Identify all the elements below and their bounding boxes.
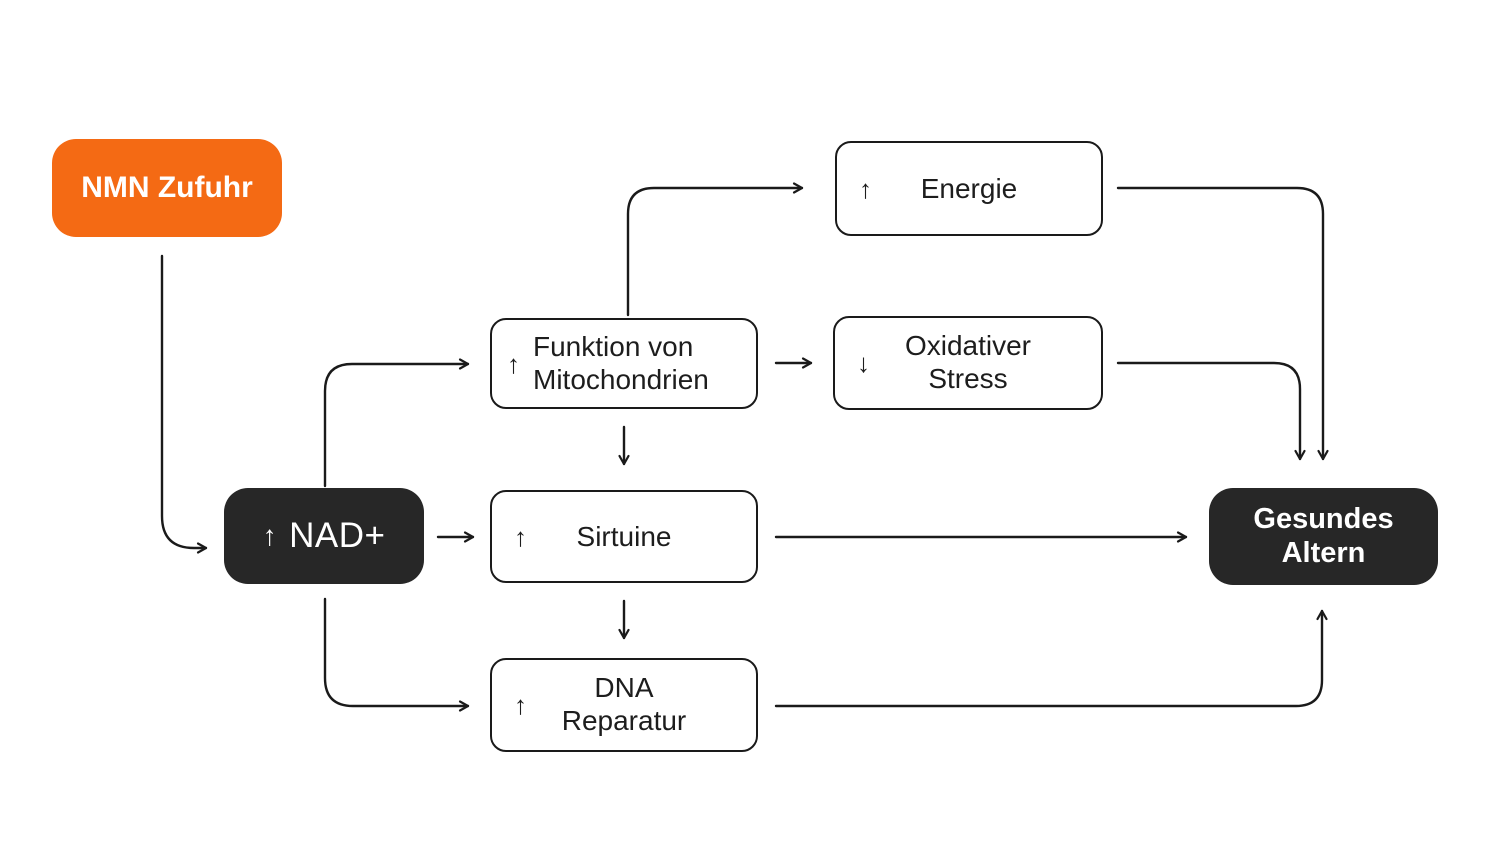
up-arrow-icon: ↑	[262, 520, 278, 551]
node-energie-label: Energie	[920, 172, 1018, 204]
node-gesundes-altern: Gesundes Altern	[1209, 488, 1438, 585]
edge-nmn-to-nad	[160, 254, 208, 554]
node-nad-label: NAD+	[289, 516, 386, 555]
node-energie: ↑ Energie	[835, 141, 1103, 236]
node-gesundes-altern-label: Gesundes Altern	[1253, 502, 1394, 569]
node-nmn-zufuhr-label: NMN Zufuhr	[81, 171, 253, 204]
up-arrow-icon: ↑	[514, 690, 527, 720]
node-oxidativer-stress: ↓ Oxidativer Stress	[833, 316, 1103, 410]
node-nad: ↑ NAD+	[224, 488, 424, 584]
down-arrow-icon: ↓	[857, 348, 870, 378]
edge-mitochondrien-to-energie	[626, 182, 804, 317]
node-sirtuine: ↑ Sirtuine	[490, 490, 758, 583]
node-oxidativer-stress-label: Oxidativer Stress	[904, 330, 1032, 394]
edge-nad-to-dna	[323, 597, 470, 712]
up-arrow-icon: ↑	[507, 348, 520, 379]
edge-nad-to-mitochondrien	[323, 358, 470, 488]
edge-dna-to-altern	[774, 609, 1328, 708]
node-funktion-von-mitochondrien-label: Funktion von Mitochondrien	[533, 330, 709, 395]
node-sirtuine-label: Sirtuine	[576, 520, 672, 552]
edge-energie-to-altern	[1116, 186, 1329, 461]
up-arrow-icon: ↑	[514, 521, 527, 552]
up-arrow-icon: ↑	[859, 173, 872, 204]
node-dna-reparatur: ↑ DNA Reparatur	[490, 658, 758, 752]
edge-oxidativer-stress-to-altern	[1116, 361, 1306, 461]
node-nmn-zufuhr: NMN Zufuhr	[52, 139, 282, 237]
node-funktion-von-mitochondrien: ↑ Funktion von Mitochondrien	[490, 318, 758, 409]
node-dna-reparatur-label: DNA Reparatur	[561, 672, 687, 736]
